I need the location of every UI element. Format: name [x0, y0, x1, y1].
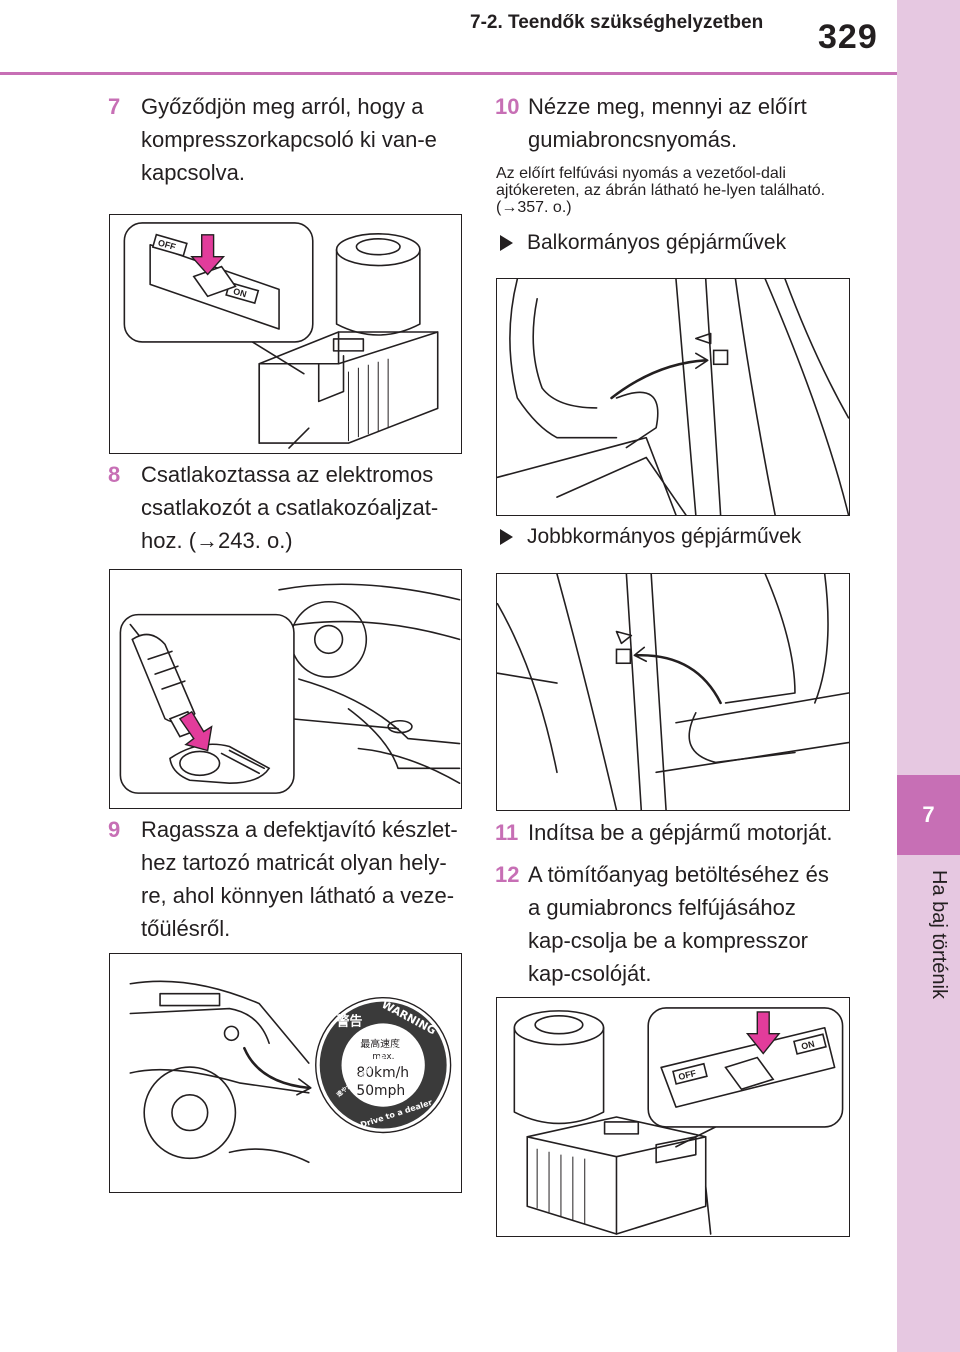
step-text: A tömítőanyag betöltéséhez és a gumiabro… — [528, 862, 829, 986]
switch-on-label-2: ON — [800, 1039, 815, 1052]
label-location-marker — [615, 648, 632, 665]
figure-compressor-switch-on: OFF ON — [496, 997, 850, 1237]
page-number: 329 — [818, 18, 878, 56]
figure-compressor-switch-off: OFF ON — [109, 214, 462, 454]
step-7: 7 Győződjön meg arról, hogy a kompresszo… — [108, 90, 458, 189]
switch-off-label: OFF — [157, 238, 177, 253]
compressor-switch-off-illustration: OFF ON — [123, 222, 439, 449]
step-text: Indítsa be a gépjármű motorját. — [528, 820, 833, 845]
warning-sticker: 警告 WARNING 最高速度 max. 80km/h 50mph 速やかに販売… — [315, 996, 452, 1134]
compressor-switch-on-illustration: OFF ON — [513, 1007, 844, 1235]
step-11: 11 Indítsa be a gépjármű motorját. — [495, 816, 840, 849]
figure-lhd-door-frame — [496, 278, 850, 516]
switch-on-label: ON — [232, 286, 248, 299]
step-number: 8 — [108, 462, 121, 487]
press-arrow-icon — [745, 1011, 781, 1055]
sticker-location-marker — [223, 1025, 240, 1042]
chapter-number-box: 7 — [897, 775, 960, 855]
bullet-lhd-text: Balkormányos gépjárművek — [527, 231, 787, 254]
step-number: 9 — [108, 817, 121, 842]
sticker-max: max. — [372, 1052, 394, 1062]
header-rule — [0, 72, 897, 75]
press-arrow-icon — [190, 234, 226, 276]
step-12: 12 A tömítőanyag betöltéséhez és a gumia… — [495, 858, 840, 990]
bullet-rhd-text: Jobbkormányos gépjárművek — [527, 525, 802, 548]
sticker-warning-jp: 警告 — [337, 1013, 363, 1029]
bullet-lhd: Balkormányos gépjárművek — [496, 228, 841, 258]
step-number: 11 — [495, 820, 519, 845]
sticker-placement-illustration: 警告 WARNING 最高速度 max. 80km/h 50mph 速やかに販売… — [129, 980, 452, 1164]
bullet-triangle-icon — [500, 529, 513, 545]
pressure-note: Az előírt felfúvási nyomás a vezetőol-da… — [496, 165, 826, 216]
figure-sticker: 警告 WARNING 最高速度 max. 80km/h 50mph 速やかに販売… — [109, 953, 462, 1193]
step-number: 10 — [495, 94, 520, 119]
sticker-speed-jp: 最高速度 — [360, 1037, 400, 1050]
sticker-kmh: 80km/h — [356, 1065, 409, 1081]
step-text: Csatlakoztassa az elektromos csatlakozót… — [141, 462, 439, 553]
insert-arrow-icon — [178, 710, 213, 752]
step-10: 10 Nézze meg, mennyi az előírt gumiabron… — [495, 90, 840, 156]
power-plug-illustration — [119, 583, 461, 794]
chapter-title: Ha baj történik — [928, 870, 950, 999]
lhd-door-frame-illustration — [497, 279, 849, 515]
step-text: Ragassza a defektjavító készlet-hez tart… — [141, 817, 458, 941]
step-number: 7 — [108, 94, 121, 119]
section-title: 7-2. Teendők szükséghelyzetben — [470, 12, 764, 33]
bullet-rhd: Jobbkormányos gépjárművek — [496, 522, 841, 552]
bullet-triangle-icon — [500, 235, 513, 251]
sticker-mph: 50mph — [356, 1083, 405, 1099]
side-tab — [897, 0, 960, 1352]
step-number: 12 — [495, 862, 520, 887]
step-text: Nézze meg, mennyi az előírt gumiabroncsn… — [528, 94, 807, 152]
step-8: 8 Csatlakoztassa az elektromos csatlakoz… — [108, 458, 458, 557]
switch-off-label-2: OFF — [677, 1068, 697, 1082]
figure-power-plug — [109, 569, 462, 809]
label-location-marker — [712, 349, 729, 366]
chapter-number: 7 — [922, 802, 935, 827]
figure-rhd-door-frame — [496, 573, 850, 811]
rhd-door-frame-illustration — [497, 574, 849, 810]
step-9: 9 Ragassza a defektjavító készlet-hez ta… — [108, 813, 458, 945]
step-text: Győződjön meg arról, hogy a kompresszork… — [141, 94, 437, 185]
